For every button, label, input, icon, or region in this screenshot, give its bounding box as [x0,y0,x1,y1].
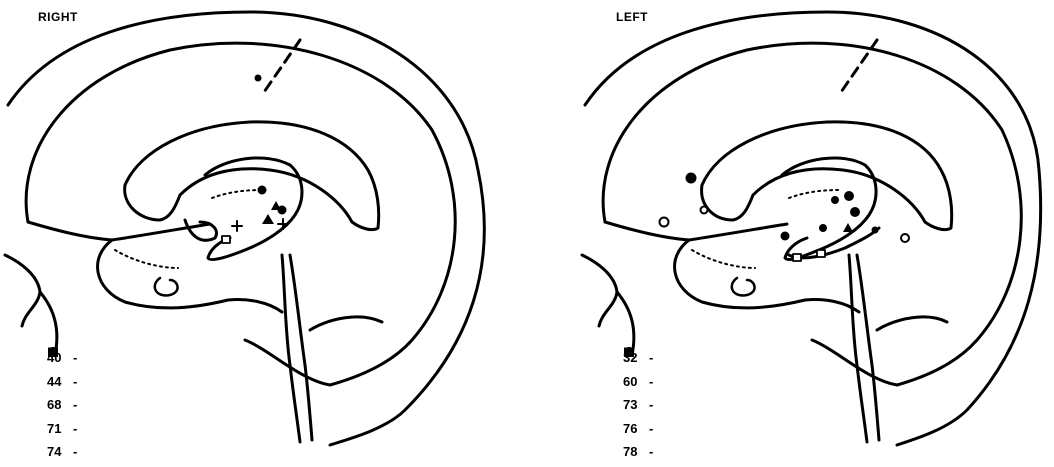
lesion-marker [819,224,827,232]
cerebellum [98,240,282,312]
lesion-marker [222,236,230,243]
lesion-marker [255,75,262,82]
legend-age: 60 [623,374,647,389]
brainstem [290,255,312,440]
legend-age: 78 [623,444,647,459]
hypophysis [732,278,755,295]
cerebellum [675,240,859,312]
legend-age: 73 [623,397,647,412]
left-hemisphere-panel: LEFT 32- 60- 73- 76- 78- [527,0,1054,467]
legend-item: 73- [623,393,661,417]
lesion-marker [701,207,708,214]
legend-dash: - [649,397,653,412]
lesion-marker [781,232,790,241]
central-sulcus [839,40,877,95]
legend-item: 60- [623,370,661,394]
lesion-marker [901,234,909,242]
corpus-callosum [702,122,952,230]
lesion-marker [843,223,853,232]
lesion-marker [831,196,839,204]
thalamus-inner [185,220,217,240]
lesion-marker [258,186,267,195]
legend-age: 74 [47,444,71,459]
filled-circle-icon [47,346,59,358]
lesion-marker [793,254,801,261]
dotted-boundary-2 [212,190,262,198]
legend-dash: - [649,444,653,459]
brainstem [857,255,879,440]
legend-dash: - [649,421,653,436]
corpus-callosum [125,122,379,230]
brain-outline [603,43,1021,385]
brainstem-posterior [849,255,867,442]
face-outline [5,255,40,326]
right-hemisphere-panel: RIGHT 40- 44- 68- 71- 74- [0,0,527,467]
tentorium [605,222,787,240]
legend-age: 71 [47,421,71,436]
hemisphere-label: LEFT [616,10,648,24]
legend: 32- 60- 73- 76- 78- [623,346,661,464]
legend: 40- 44- 68- 71- 74- [47,346,85,464]
legend-age: 76 [623,421,647,436]
lesion-marker [817,250,825,257]
dotted-boundary-2 [789,190,839,198]
legend-dash: - [73,444,77,459]
legend-dash: - [649,350,653,365]
legend-item: 44- [47,370,85,394]
lesion-marker [262,214,274,224]
brainstem-posterior [282,255,300,442]
filled-circle-icon [623,346,635,358]
lesion-marker [232,221,242,231]
hemisphere-label: RIGHT [38,10,78,24]
lesion-marker [850,207,860,217]
legend-dash: - [73,350,77,365]
legend-dash: - [73,397,77,412]
central-sulcus [262,40,300,95]
legend-item: 74- [47,440,85,464]
tentorium [28,222,210,240]
left-brain-diagram [527,0,1054,467]
fourth-ventricle [310,317,382,330]
legend-age: 68 [47,397,71,412]
legend-item: 78- [623,440,661,464]
brain-outline [26,43,455,385]
lesion-marker [844,191,854,201]
lesion-marker [660,218,669,227]
lesion-marker [278,219,288,229]
hypophysis [155,278,178,295]
legend-age: 44 [47,374,71,389]
lesion-marker [872,227,879,234]
legend-item: 76- [623,417,661,441]
lesion-marker [686,173,697,184]
legend-dash: - [73,374,77,389]
fourth-ventricle [877,317,947,330]
legend-dash: - [73,421,77,436]
dotted-boundary [115,250,178,268]
legend-item: 68- [47,393,85,417]
dotted-boundary [692,250,755,268]
legend-dash: - [649,374,653,389]
lesion-marker [271,201,281,210]
face-outline [582,255,617,326]
legend-item: 71- [47,417,85,441]
